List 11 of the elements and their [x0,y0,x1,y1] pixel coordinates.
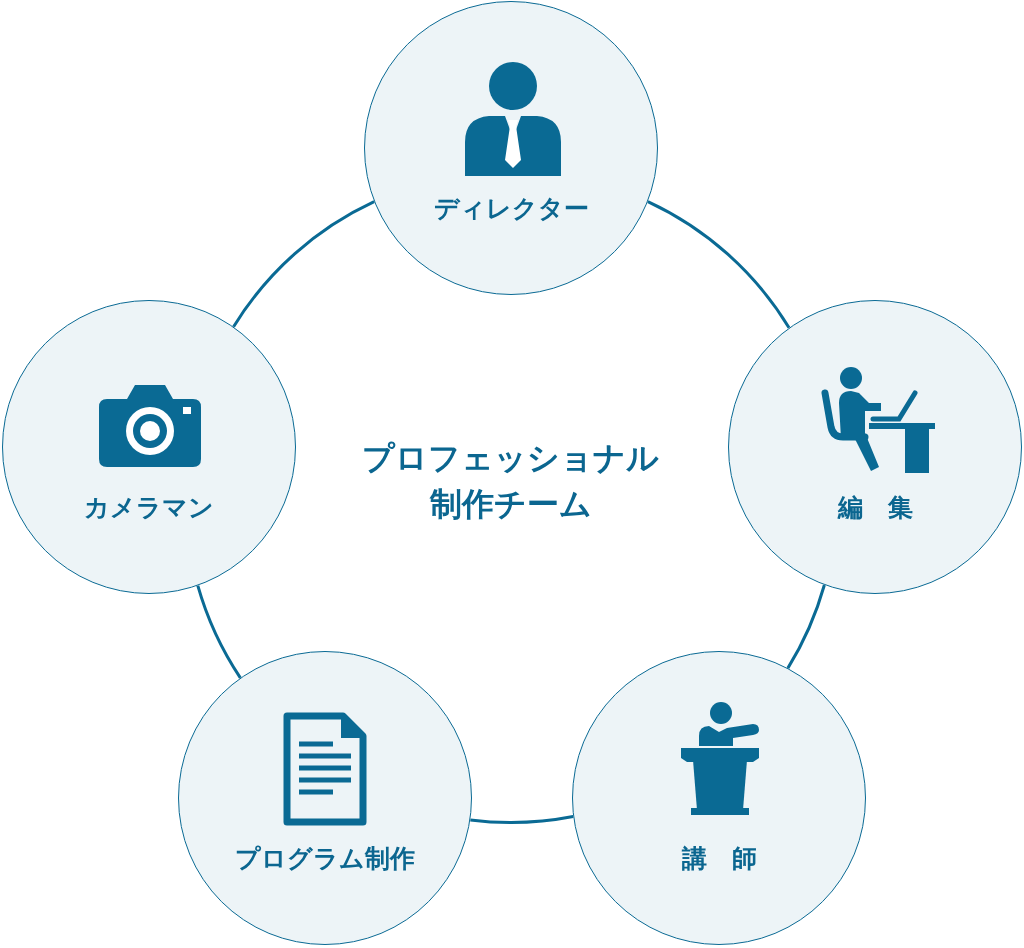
team-title: プロフェッショナル制作チーム [362,435,660,528]
ring-arc [786,584,826,669]
ring-arc [232,200,375,328]
role-label: プログラム制作 [235,844,415,873]
ring-arc [470,815,574,824]
ring-arc [196,585,242,679]
ring-arc [647,200,791,329]
role-label: カメラマン [84,493,214,522]
role-label: ディレクター [433,194,589,223]
role-label: 編集 [837,493,938,522]
role-label: 講師 [681,844,782,873]
